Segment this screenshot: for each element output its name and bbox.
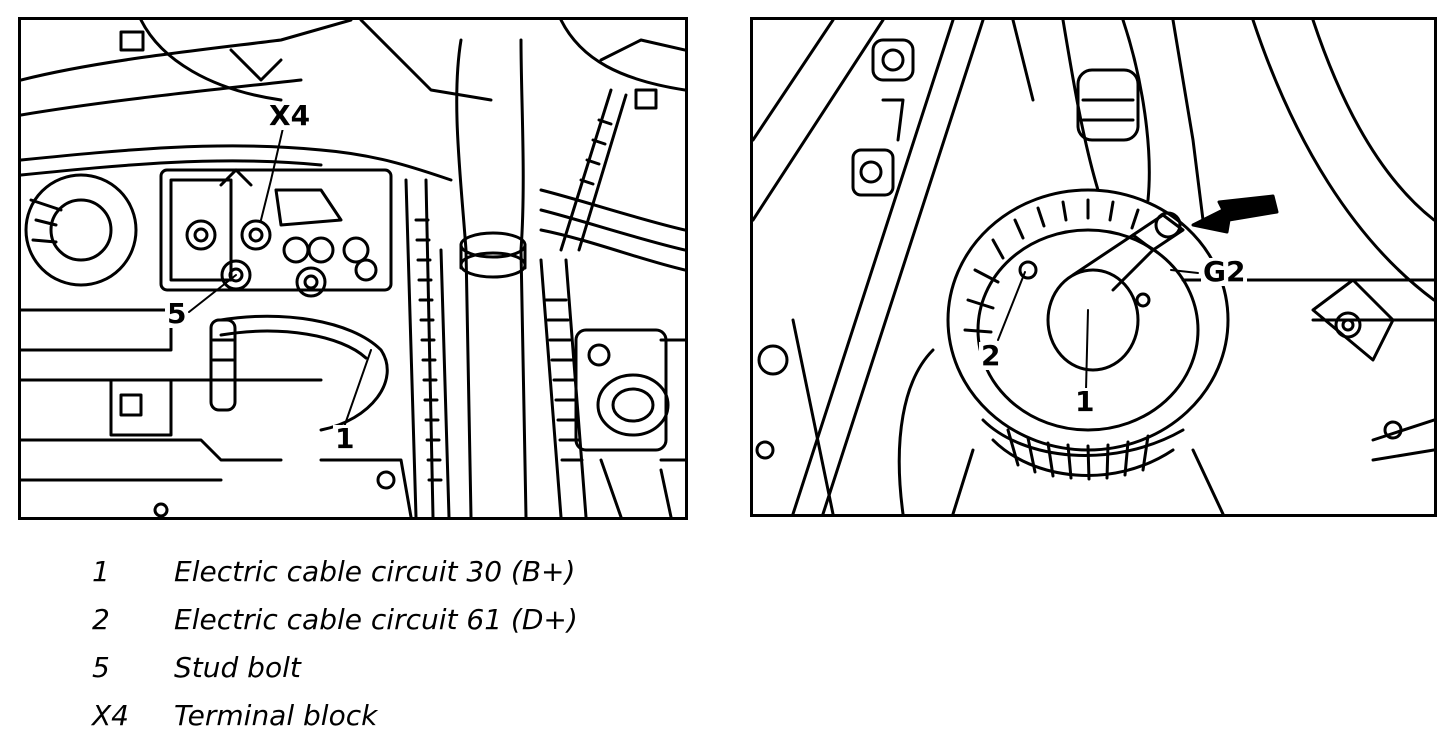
left-diagram-illustration — [21, 20, 685, 517]
legend-row: 2 Electric cable circuit 61 (D+) — [92, 603, 792, 651]
legend-row: 1 Electric cable circuit 30 (B+) — [92, 555, 792, 603]
legend: 1 Electric cable circuit 30 (B+) 2 Elect… — [92, 555, 792, 747]
callout-1-right: 1 — [1073, 385, 1097, 418]
legend-key: 2 — [92, 603, 110, 636]
legend-text: Terminal block — [174, 699, 378, 732]
legend-row: 5 Stud bolt — [92, 651, 792, 699]
legend-text: Electric cable circuit 30 (B+) — [174, 555, 576, 588]
left-diagram-figure: X4 5 1 — [18, 17, 688, 520]
callout-x4: X4 — [267, 99, 313, 132]
legend-row: X4 Terminal block — [92, 699, 792, 747]
legend-key: 5 — [92, 651, 110, 684]
legend-key: 1 — [92, 555, 110, 588]
legend-key: X4 — [92, 699, 129, 732]
right-diagram-figure: G2 2 1 — [750, 17, 1437, 517]
right-diagram-illustration — [753, 20, 1434, 514]
legend-text: Stud bolt — [174, 651, 301, 684]
callout-5: 5 — [165, 297, 189, 330]
callout-1: 1 — [333, 422, 357, 455]
legend-text: Electric cable circuit 61 (D+) — [174, 603, 578, 636]
callout-g2: G2 — [1201, 255, 1248, 288]
callout-2: 2 — [979, 339, 1003, 372]
